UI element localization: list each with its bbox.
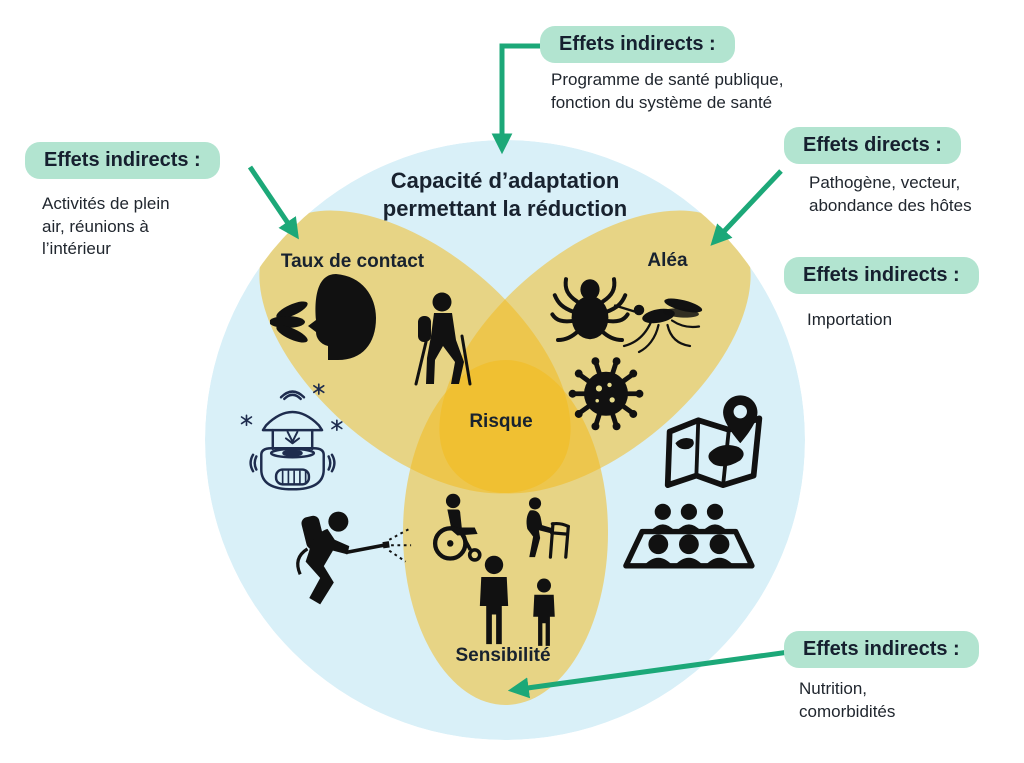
region-label-alea: Aléa (647, 250, 688, 271)
callout-bottom-pill: Effets indirects : (784, 631, 979, 668)
callout-top-line: Programme de santé publique, (551, 70, 784, 89)
coughing-person-icon (270, 274, 376, 360)
callout-left-line: Activités de plein (42, 194, 170, 213)
callout-right-indirect-description: Importation (807, 309, 892, 332)
callout-right-direct-description: Pathogène, vecteur, abondance des hôtes (809, 172, 972, 217)
insecticide-sprayer-icon (296, 511, 412, 605)
arrow-top-callout (491, 43, 543, 155)
diagram-title-line: Capacité d’adaptation (390, 168, 620, 193)
callout-bottom-line: comorbidités (799, 701, 896, 721)
callout-right-direct-line: abondance des hôtes (809, 195, 972, 215)
callout-left-line: air, réunions à (42, 216, 149, 236)
center-label-risque: Risque (469, 411, 533, 432)
callout-left-pill: Effets indirects : (25, 142, 220, 179)
callout-right-direct-line: Pathogène, vecteur, (809, 173, 961, 192)
mosquito-icon (613, 298, 703, 354)
region-label-taux-de-contact: Taux de contact (280, 251, 425, 272)
callout-left-line: l’intérieur (42, 239, 111, 259)
callout-right-indirect-pill: Effets indirects : (784, 257, 979, 294)
arrow-right-direct-callout (710, 169, 783, 246)
callout-bottom-line: Nutrition, (799, 679, 868, 698)
diagram-title-line: permettant la réduction (382, 195, 628, 221)
child-icon (533, 578, 555, 646)
walker-person-icon (526, 497, 570, 559)
callout-top-pill: Effets indirects : (540, 26, 735, 63)
callout-right-direct-pill: Effets directs : (784, 127, 961, 164)
region-label-sensibilite: Sensibilité (455, 645, 551, 666)
tick-icon (550, 277, 630, 342)
diagram-title: Capacité d’adaptation permettant la rédu… (320, 167, 690, 223)
map-location-icon (664, 395, 763, 488)
bug-zapper-lantern-icon (240, 383, 343, 491)
callout-right-indirect-line: Importation (807, 310, 893, 329)
virus-icon (568, 357, 644, 431)
callout-left-description: Activités de plein air, réunions à l’int… (42, 193, 170, 261)
community-meeting-icon (623, 503, 755, 569)
adult-icon (479, 555, 509, 645)
callout-top-line: fonction du système de santé (551, 92, 773, 112)
callout-top-description: Programme de santé publique, fonction du… (551, 69, 783, 114)
callout-bottom-description: Nutrition, comorbidités (799, 678, 895, 723)
wheelchair-user-icon (432, 493, 482, 562)
hiker-icon (414, 292, 472, 386)
arrow-left-callout (247, 165, 299, 240)
